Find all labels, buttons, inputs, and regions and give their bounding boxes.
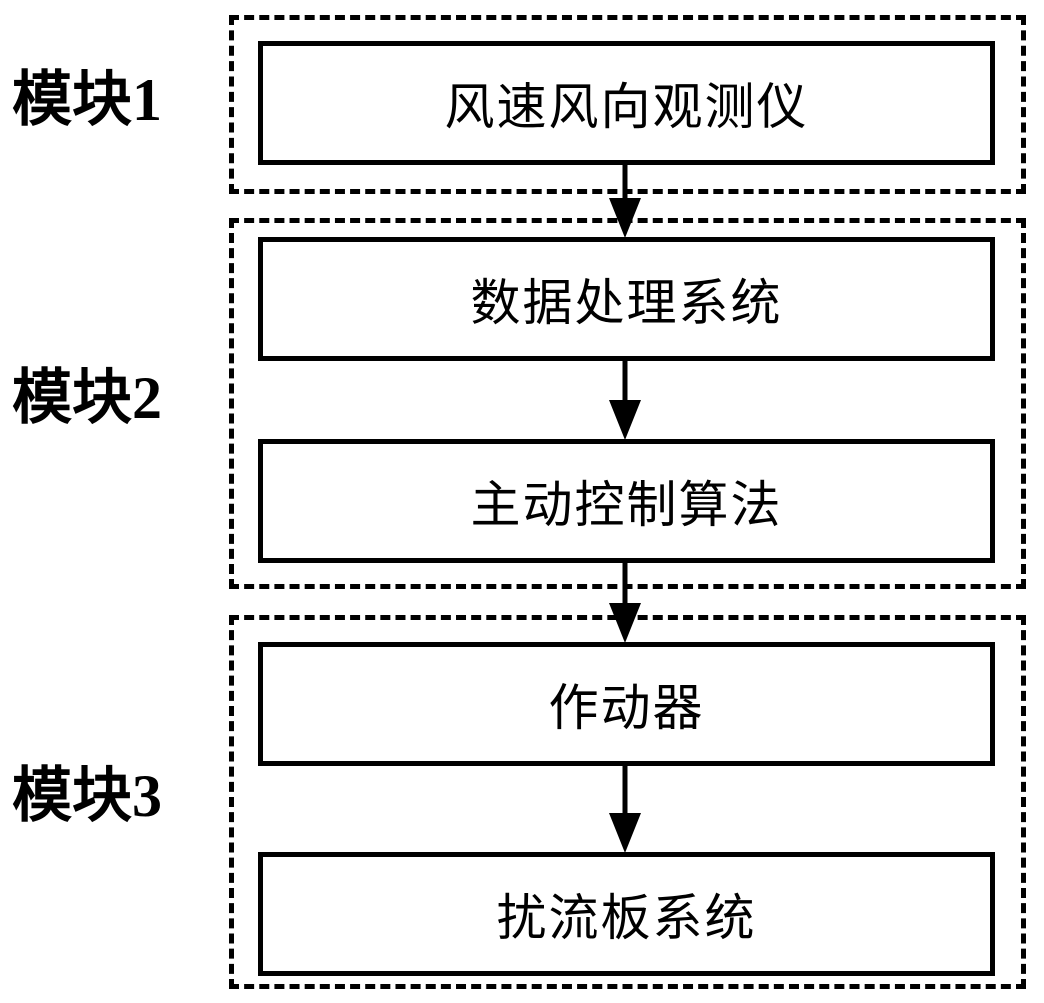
node-label: 数据处理系统 (470, 274, 783, 332)
arrow-3 (609, 563, 641, 643)
node-wind-sensor: 风速风向观测仪 (258, 41, 995, 165)
node-actuator: 作动器 (258, 642, 995, 766)
arrow-2 (609, 361, 641, 440)
node-label: 作动器 (548, 679, 705, 737)
node-active-control: 主动控制算法 (258, 439, 995, 563)
node-spoiler-system: 扰流板系统 (258, 852, 995, 976)
arrow-4 (609, 766, 641, 853)
arrow-1 (609, 165, 641, 238)
node-label: 主动控制算法 (470, 476, 783, 534)
node-label: 扰流板系统 (496, 889, 757, 947)
node-label: 风速风向观测仪 (444, 78, 809, 136)
module-2-label: 模块2 (12, 365, 162, 431)
module-3-label: 模块3 (12, 763, 162, 829)
node-data-processing: 数据处理系统 (258, 237, 995, 361)
module-1-label: 模块1 (12, 67, 162, 133)
